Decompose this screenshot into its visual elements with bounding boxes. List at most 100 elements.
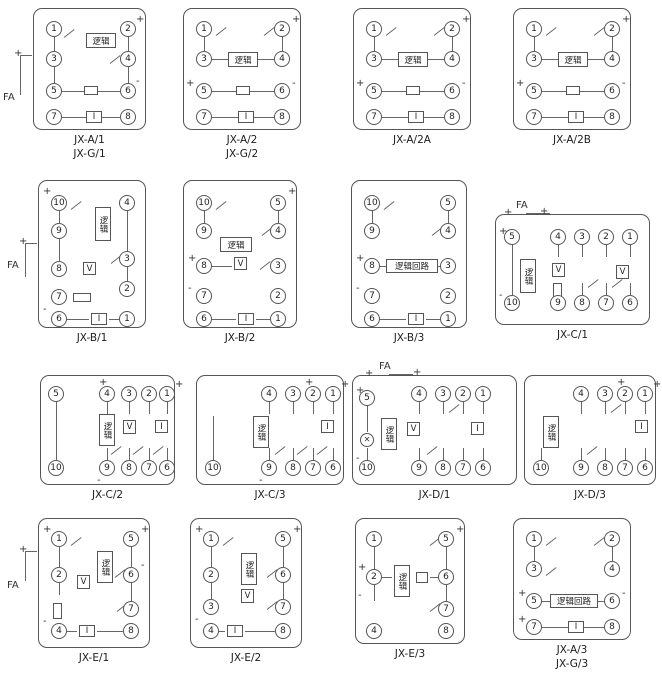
logic-box: 逻辑 (228, 52, 258, 67)
wire (382, 91, 406, 92)
contact-symbol (545, 567, 557, 576)
contact-symbol (545, 27, 557, 36)
polarity-label: - (622, 588, 626, 599)
terminal: 7 (51, 289, 67, 305)
terminal: 3 (270, 258, 286, 274)
caption-line: JX-E/3 (394, 648, 426, 660)
terminal: 10 (196, 195, 212, 211)
wire (62, 117, 86, 118)
wire (204, 211, 205, 223)
wire (558, 245, 559, 257)
terminal: 8 (196, 258, 212, 274)
wire (213, 416, 214, 460)
wire (254, 117, 274, 118)
current-element-box: I (79, 625, 95, 637)
polarity-label: + (43, 186, 52, 197)
caption-line: JX-E/2 (230, 652, 262, 664)
contact-symbol (316, 446, 328, 455)
terminal: 1 (203, 531, 219, 547)
terminal: 1 (475, 386, 491, 402)
terminal: 1 (196, 21, 212, 37)
terminal: 1 (51, 531, 67, 547)
terminal: 1 (325, 386, 341, 402)
terminal: 7 (141, 460, 157, 476)
polarity-label: + (540, 206, 549, 217)
caption-line: JX-B/2 (224, 332, 256, 344)
terminal: 7 (617, 460, 633, 476)
terminal: 4 (274, 51, 290, 67)
wire (367, 406, 368, 432)
polarity-label: + (622, 14, 631, 25)
fa-label: FA (7, 580, 19, 591)
logic-box: 逻辑 (543, 416, 559, 448)
wire (606, 283, 607, 295)
contact-symbol (274, 446, 286, 455)
logic-box: 逻辑 (381, 418, 397, 450)
wire (542, 601, 550, 602)
voltage-element-box: V (77, 575, 90, 589)
terminal: 10 (359, 460, 375, 476)
wire (584, 627, 604, 628)
polarity-label: - (259, 475, 263, 486)
polarity-label: + (186, 78, 195, 89)
wire (380, 319, 406, 320)
wire (452, 37, 453, 51)
wire (269, 402, 270, 414)
wire (420, 91, 444, 92)
terminal: 2 (604, 531, 620, 547)
terminal: 3 (526, 51, 542, 67)
polarity-label: + (365, 368, 374, 379)
component-box (73, 293, 91, 302)
polarity-label: - (462, 78, 466, 89)
terminal: 8 (364, 258, 380, 274)
wire (580, 91, 604, 92)
terminal: 2 (598, 229, 614, 245)
terminal: 6 (325, 460, 341, 476)
component-box (416, 572, 428, 583)
terminal: 7 (526, 109, 542, 125)
wire (419, 402, 420, 414)
terminal: 3 (435, 386, 451, 402)
terminal: 1 (270, 311, 286, 327)
terminal: 8 (121, 460, 137, 476)
wire (588, 59, 604, 60)
current-element-box: I (91, 313, 107, 325)
logic-box: 逻辑 (95, 207, 111, 241)
polarity-label: - (141, 560, 145, 571)
contact-symbol (222, 537, 234, 546)
wire (372, 211, 373, 223)
wire (542, 117, 568, 118)
wire (463, 402, 464, 414)
terminal: 3 (440, 258, 456, 274)
terminal: 8 (285, 460, 301, 476)
terminal: 1 (526, 21, 542, 37)
terminal: 8 (435, 460, 451, 476)
wire (25, 551, 37, 552)
wire (374, 585, 375, 601)
terminal: 6 (475, 460, 491, 476)
terminal: 2 (270, 288, 286, 304)
logic-box: 逻辑 (99, 414, 115, 446)
wire (127, 211, 128, 251)
wire (131, 583, 132, 601)
wire (109, 319, 125, 320)
polarity-label: + (356, 253, 365, 264)
logic-box: 逻辑 (398, 52, 428, 67)
component-box (566, 86, 580, 95)
current-element-box: I (568, 621, 584, 633)
wire (59, 547, 60, 567)
wire (380, 266, 386, 267)
wire (612, 37, 613, 51)
polarity-label: + (305, 377, 314, 388)
terminal: 5 (46, 83, 62, 99)
voltage-element-box: V (234, 257, 247, 270)
polarity-label: + (292, 14, 301, 25)
terminal: 3 (119, 251, 135, 267)
terminal: 2 (120, 21, 136, 37)
contact-symbol (109, 55, 121, 64)
terminal: 9 (364, 223, 380, 239)
wire (443, 448, 444, 460)
